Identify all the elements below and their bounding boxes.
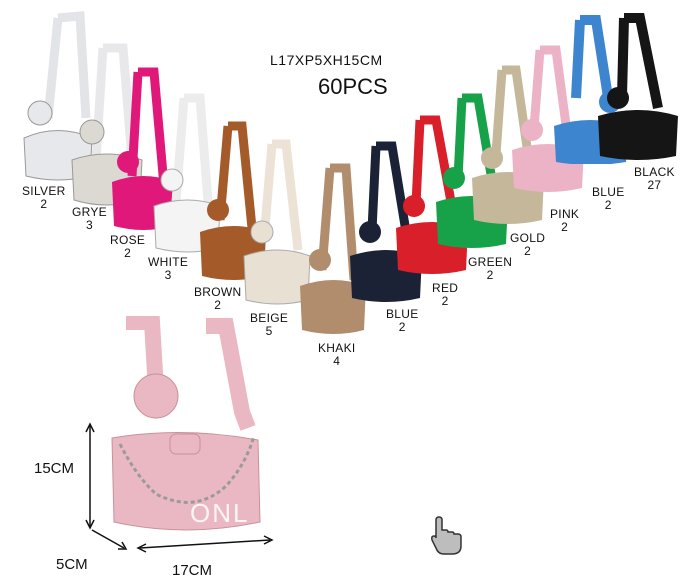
total-count: 60PCS	[318, 74, 388, 99]
depth-label: 5CM	[56, 556, 88, 573]
bag-black	[598, 13, 678, 160]
height-label: 15CM	[34, 460, 75, 477]
dimension-arrows	[85, 422, 274, 553]
bag-beige	[243, 139, 311, 305]
length-label: 17CM	[172, 562, 213, 579]
watermark: ONL	[190, 498, 250, 528]
bag-khaki	[300, 163, 366, 334]
detail-bag-image	[111, 316, 261, 531]
spec-label: L17XP5XH15CM	[270, 52, 383, 68]
hand-cursor-icon	[431, 516, 462, 555]
